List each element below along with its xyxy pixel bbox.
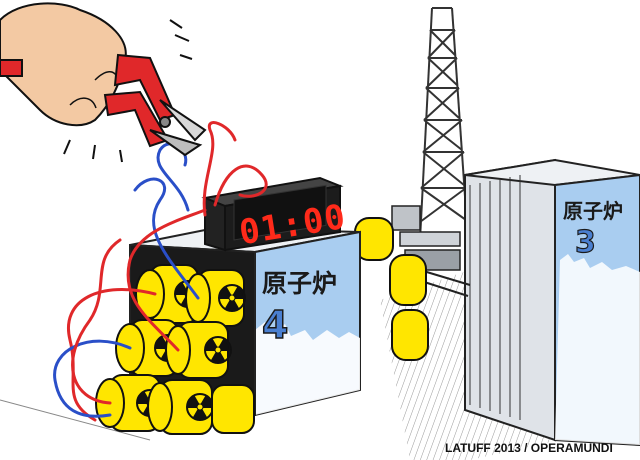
rear-barrels bbox=[354, 217, 429, 361]
crane-tower-icon bbox=[419, 7, 469, 241]
machinery bbox=[391, 205, 471, 297]
reactor-3-number: 3 bbox=[575, 225, 596, 260]
artist-credit: LATUFF 2013 / OPERAMUNDI bbox=[445, 441, 613, 455]
reactor-4-label: 原子炉 bbox=[262, 269, 337, 298]
barrel-row-bottom bbox=[109, 374, 255, 435]
bomb-timer: 01:00 bbox=[201, 176, 349, 253]
reactor-3-building: 原子炉 3 bbox=[464, 158, 640, 447]
wires bbox=[53, 121, 268, 422]
reactor-3-label: 原子炉 bbox=[563, 199, 623, 223]
reactor-4-number: 4 bbox=[262, 303, 288, 347]
motion-lines bbox=[63, 19, 193, 163]
wire-cutter-icon bbox=[0, 53, 207, 157]
hand-icon bbox=[0, 2, 127, 127]
barrel-stack bbox=[95, 264, 255, 435]
